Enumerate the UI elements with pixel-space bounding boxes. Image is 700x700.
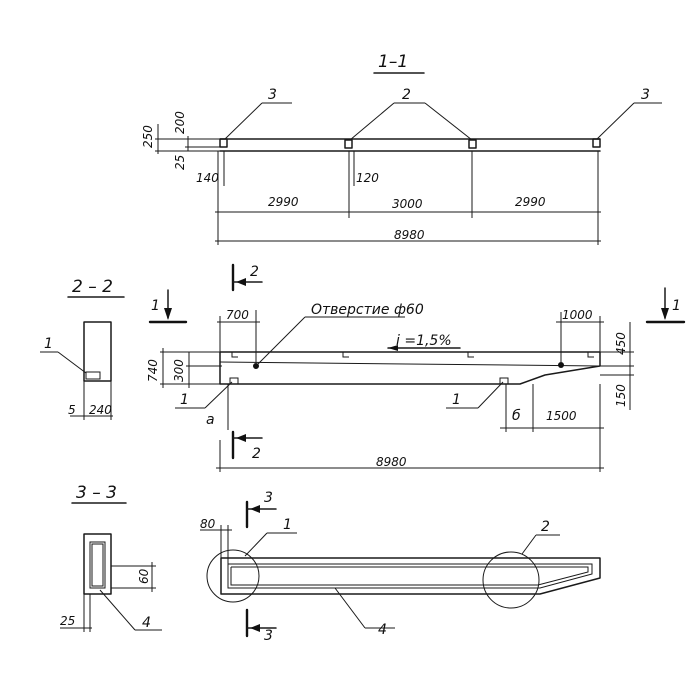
section-3-bottom-label: 3 [264, 628, 273, 644]
dim-25: 25 [60, 614, 75, 628]
dim-80: 80 [200, 517, 216, 531]
detail-circle-2 [482, 551, 540, 609]
arrow-head [236, 278, 246, 286]
leader-1 [244, 532, 268, 557]
leader-4 [334, 587, 366, 629]
callout-1: 1 [44, 336, 53, 352]
view-1-1-title: 1–1 [378, 52, 408, 72]
dim-60: 60 [137, 568, 151, 584]
section-3-3: 3 – 3 60 4 25 [60, 483, 162, 632]
dim-3000: 3000 [392, 197, 423, 211]
callout-2: 2 [541, 519, 550, 535]
plate-2b [468, 139, 477, 149]
plate-left [219, 138, 228, 148]
leader-2 [521, 534, 537, 555]
callout-3-right: 3 [641, 87, 650, 103]
cut-1-right-label: 1 [672, 298, 681, 314]
dim-150: 150 [614, 384, 628, 407]
hole-leader [257, 316, 306, 365]
slope-label: i =1,5% [396, 333, 452, 349]
dim-300: 300 [172, 359, 186, 382]
arrow-head [164, 308, 172, 320]
section-2-2-title: 2 – 2 [72, 277, 113, 297]
leader-2b [424, 102, 473, 141]
beam-inner-line [219, 361, 601, 367]
section-3-3-inner [89, 541, 106, 589]
callout-2: 2 [402, 87, 411, 103]
detail-circle-1 [206, 549, 260, 603]
leader-4 [99, 589, 136, 631]
plan-view: 3 3 80 1 2 4 [200, 490, 601, 644]
hole-label: Отверстие ф60 [311, 302, 424, 318]
dim-200: 200 [173, 111, 187, 134]
dim-250: 250 [141, 125, 155, 148]
dim-120: 120 [356, 171, 379, 185]
leader-1-left [204, 381, 233, 409]
callout-4: 4 [378, 622, 387, 638]
arrow-head [250, 505, 260, 513]
callout-1-right: 1 [452, 392, 461, 408]
notch-bottom [499, 377, 509, 384]
hole-left [253, 363, 259, 369]
section-3-3-title: 3 – 3 [76, 483, 117, 503]
leader-3-left [224, 102, 263, 140]
notch [342, 352, 349, 358]
section-2-2-plate [85, 371, 101, 380]
dim-2990-right: 2990 [515, 195, 546, 209]
leader-1-right [477, 381, 504, 409]
dim-a: а [206, 412, 215, 428]
section-2-bottom-label: 2 [252, 446, 261, 462]
leader-1 [57, 351, 87, 374]
dim-5: 5 [68, 403, 76, 417]
plan-outline [220, 557, 601, 595]
section-2-2-outline [83, 321, 112, 382]
section-2-top-label: 2 [250, 264, 259, 280]
notch [231, 352, 238, 358]
dim-b: б [512, 408, 521, 424]
plan-rebar-inner [230, 566, 589, 586]
leader-3-right [596, 102, 635, 140]
cut-1-left-label: 1 [151, 298, 160, 314]
hole-right [558, 362, 564, 368]
arrow-head [250, 624, 260, 632]
section-3-3-outline [83, 533, 112, 595]
beam-outline [219, 351, 601, 385]
dim-240: 240 [89, 403, 112, 417]
plate-right [592, 138, 601, 148]
callout-1-left: 1 [180, 392, 189, 408]
dim-1500: 1500 [546, 409, 577, 423]
dim-8980-top: 8980 [394, 228, 425, 242]
callout-1: 1 [283, 517, 292, 533]
dim-25: 25 [173, 155, 187, 170]
notch [587, 352, 594, 358]
dim-700: 700 [226, 308, 249, 322]
plan-rebar-outer [227, 563, 593, 589]
dim-140: 140 [196, 171, 219, 185]
dim-1000: 1000 [562, 308, 593, 322]
arrow-head [236, 434, 246, 442]
dim-740: 740 [146, 359, 160, 382]
arrow-head [388, 345, 398, 351]
dim-8980-bottom: 8980 [376, 455, 407, 469]
section-3-3-rebar [91, 543, 104, 587]
notch [467, 352, 474, 358]
notch-bottom [229, 377, 239, 384]
leader-2a [349, 102, 395, 141]
section-2-2: 2 – 2 1 5 240 [40, 277, 125, 420]
dim-2990-left: 2990 [268, 195, 299, 209]
dim-450: 450 [614, 332, 628, 355]
callout-4: 4 [142, 615, 151, 631]
arrow-head [661, 308, 669, 320]
elevation-view: 2 2 1 1 Отверстие ф60 i =1,5 [146, 263, 686, 472]
callout-3-left: 3 [268, 87, 277, 103]
plate-2a [344, 139, 353, 149]
section-3-top-label: 3 [264, 490, 273, 506]
view-1-1: 1–1 3 2 3 250 200 25 140 [141, 52, 662, 245]
